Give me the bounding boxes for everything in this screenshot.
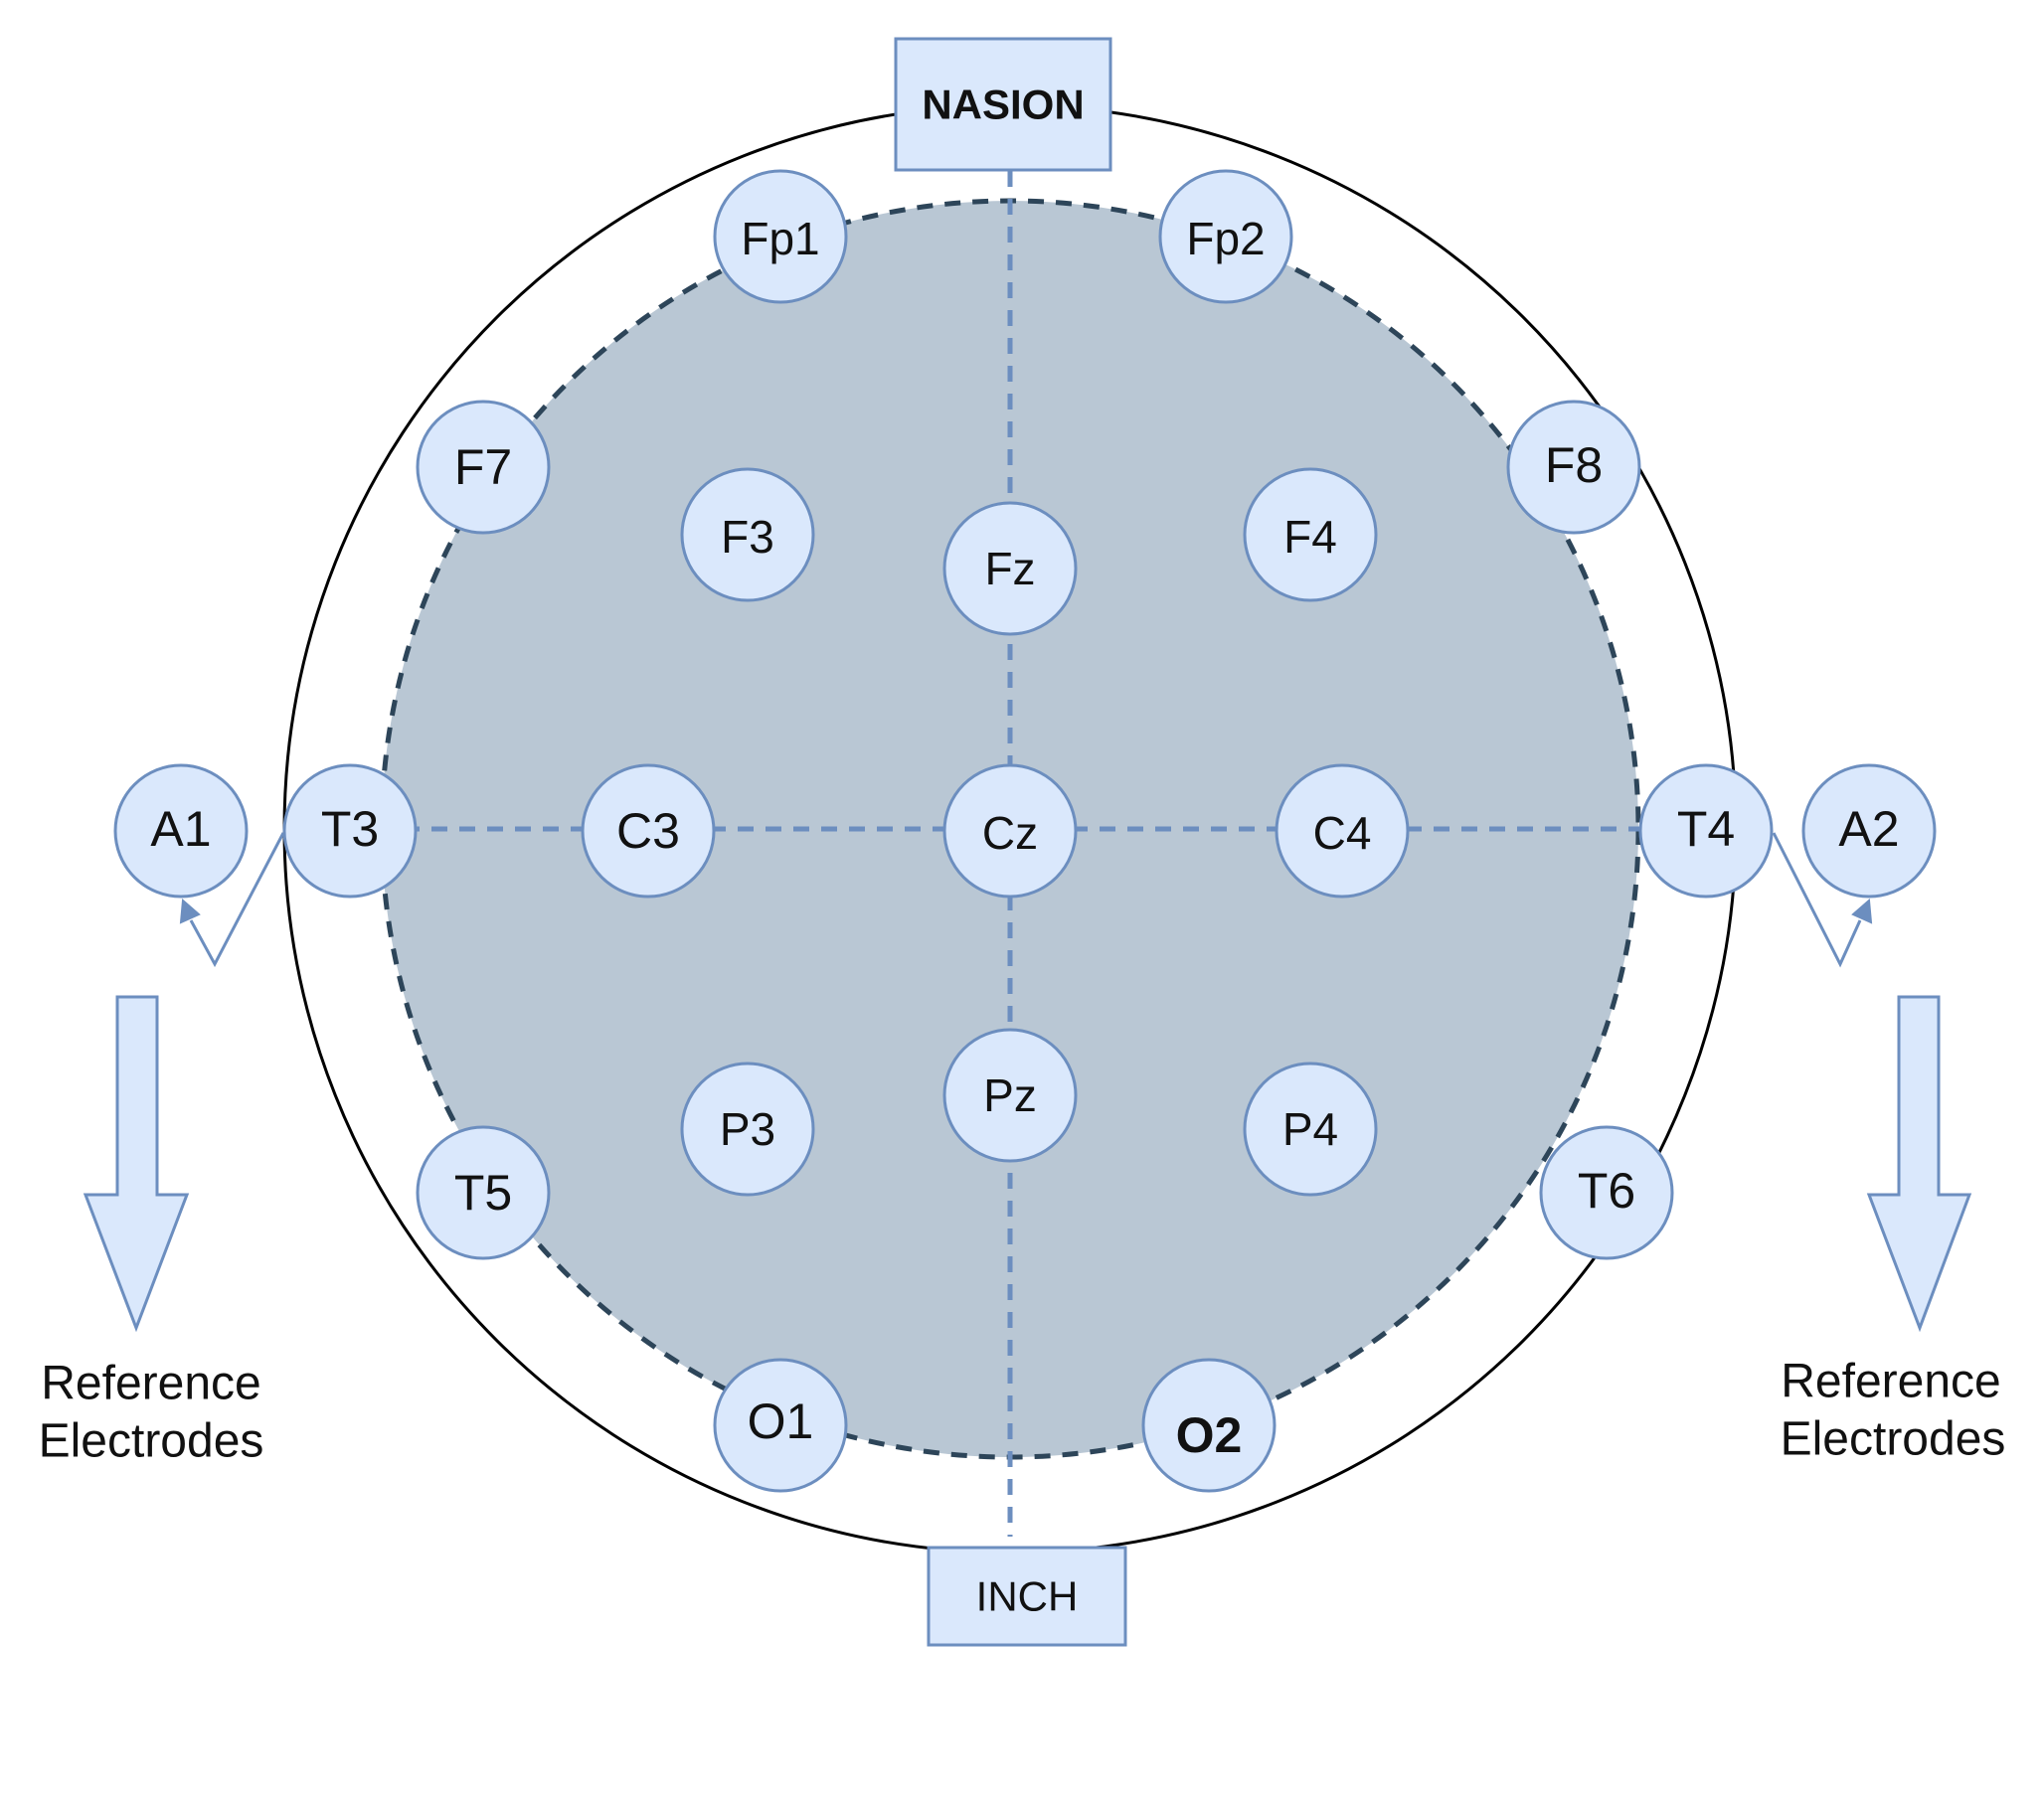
reference-right-line1: Reference [1781, 1356, 2000, 1408]
electrode-label: A2 [1838, 801, 1899, 857]
electrode-label: Fp1 [741, 213, 819, 264]
a2-arrowhead [1851, 898, 1873, 924]
electrode-label: A1 [150, 801, 211, 857]
inion-box: INCH [927, 1546, 1127, 1647]
electrode-label: P3 [720, 1103, 775, 1155]
electrode-label: O2 [1176, 1407, 1243, 1463]
electrode-label: Pz [983, 1069, 1037, 1121]
electrode-c4: C4 [1275, 763, 1410, 899]
electrode-c3: C3 [581, 763, 716, 899]
reference-right-line2: Electrodes [1781, 1413, 2006, 1466]
electrode-label: C4 [1313, 807, 1372, 859]
reference-left-line2: Electrodes [39, 1415, 264, 1468]
electrode-label: P4 [1282, 1103, 1338, 1155]
t4-a2-connector [1772, 832, 1862, 968]
electrode-fp2: Fp2 [1158, 169, 1293, 304]
a1-arrowhead [179, 898, 201, 924]
electrode-label: T6 [1578, 1163, 1635, 1219]
electrode-o2: O2 [1141, 1358, 1277, 1493]
electrode-label: Cz [982, 807, 1038, 859]
electrode-label: Fz [984, 543, 1035, 594]
electrode-p4: P4 [1243, 1062, 1378, 1197]
electrode-t6: T6 [1539, 1125, 1674, 1260]
electrode-o1: O1 [713, 1358, 848, 1493]
electrode-pz: Pz [942, 1028, 1078, 1163]
electrode-label: T3 [321, 801, 379, 857]
electrode-t4: T4 [1638, 763, 1774, 899]
nasion-box: NASION [894, 37, 1112, 172]
electrode-a2: A2 [1801, 763, 1937, 899]
electrode-label: F7 [454, 439, 512, 495]
electrode-label: F8 [1545, 437, 1603, 493]
electrode-label: Fp2 [1186, 213, 1265, 264]
electrode-t3: T3 [282, 763, 418, 899]
electrode-f3: F3 [680, 467, 815, 602]
electrode-fp1: Fp1 [713, 169, 848, 304]
electrode-a1: A1 [113, 763, 249, 899]
electrode-label: F4 [1283, 511, 1337, 563]
electrode-label: O1 [748, 1393, 814, 1449]
electrode-label: F3 [721, 511, 774, 563]
electrode-label: T5 [454, 1165, 512, 1221]
right-down-arrow [1866, 995, 1972, 1333]
electrode-f4: F4 [1243, 467, 1378, 602]
reference-left-line1: Reference [41, 1358, 260, 1410]
left-down-arrow [83, 995, 190, 1333]
electrode-f7: F7 [416, 400, 551, 535]
electrode-fz: Fz [942, 501, 1078, 636]
nasion-label: NASION [922, 82, 1084, 128]
electrode-f8: F8 [1506, 400, 1641, 535]
electrode-cz: Cz [942, 763, 1078, 899]
electrode-label: T4 [1677, 801, 1735, 857]
electrode-t5: T5 [416, 1125, 551, 1260]
electrode-label: C3 [616, 803, 680, 859]
electrode-p3: P3 [680, 1062, 815, 1197]
inion-label: INCH [976, 1573, 1079, 1620]
t3-a1-connector [189, 832, 285, 968]
